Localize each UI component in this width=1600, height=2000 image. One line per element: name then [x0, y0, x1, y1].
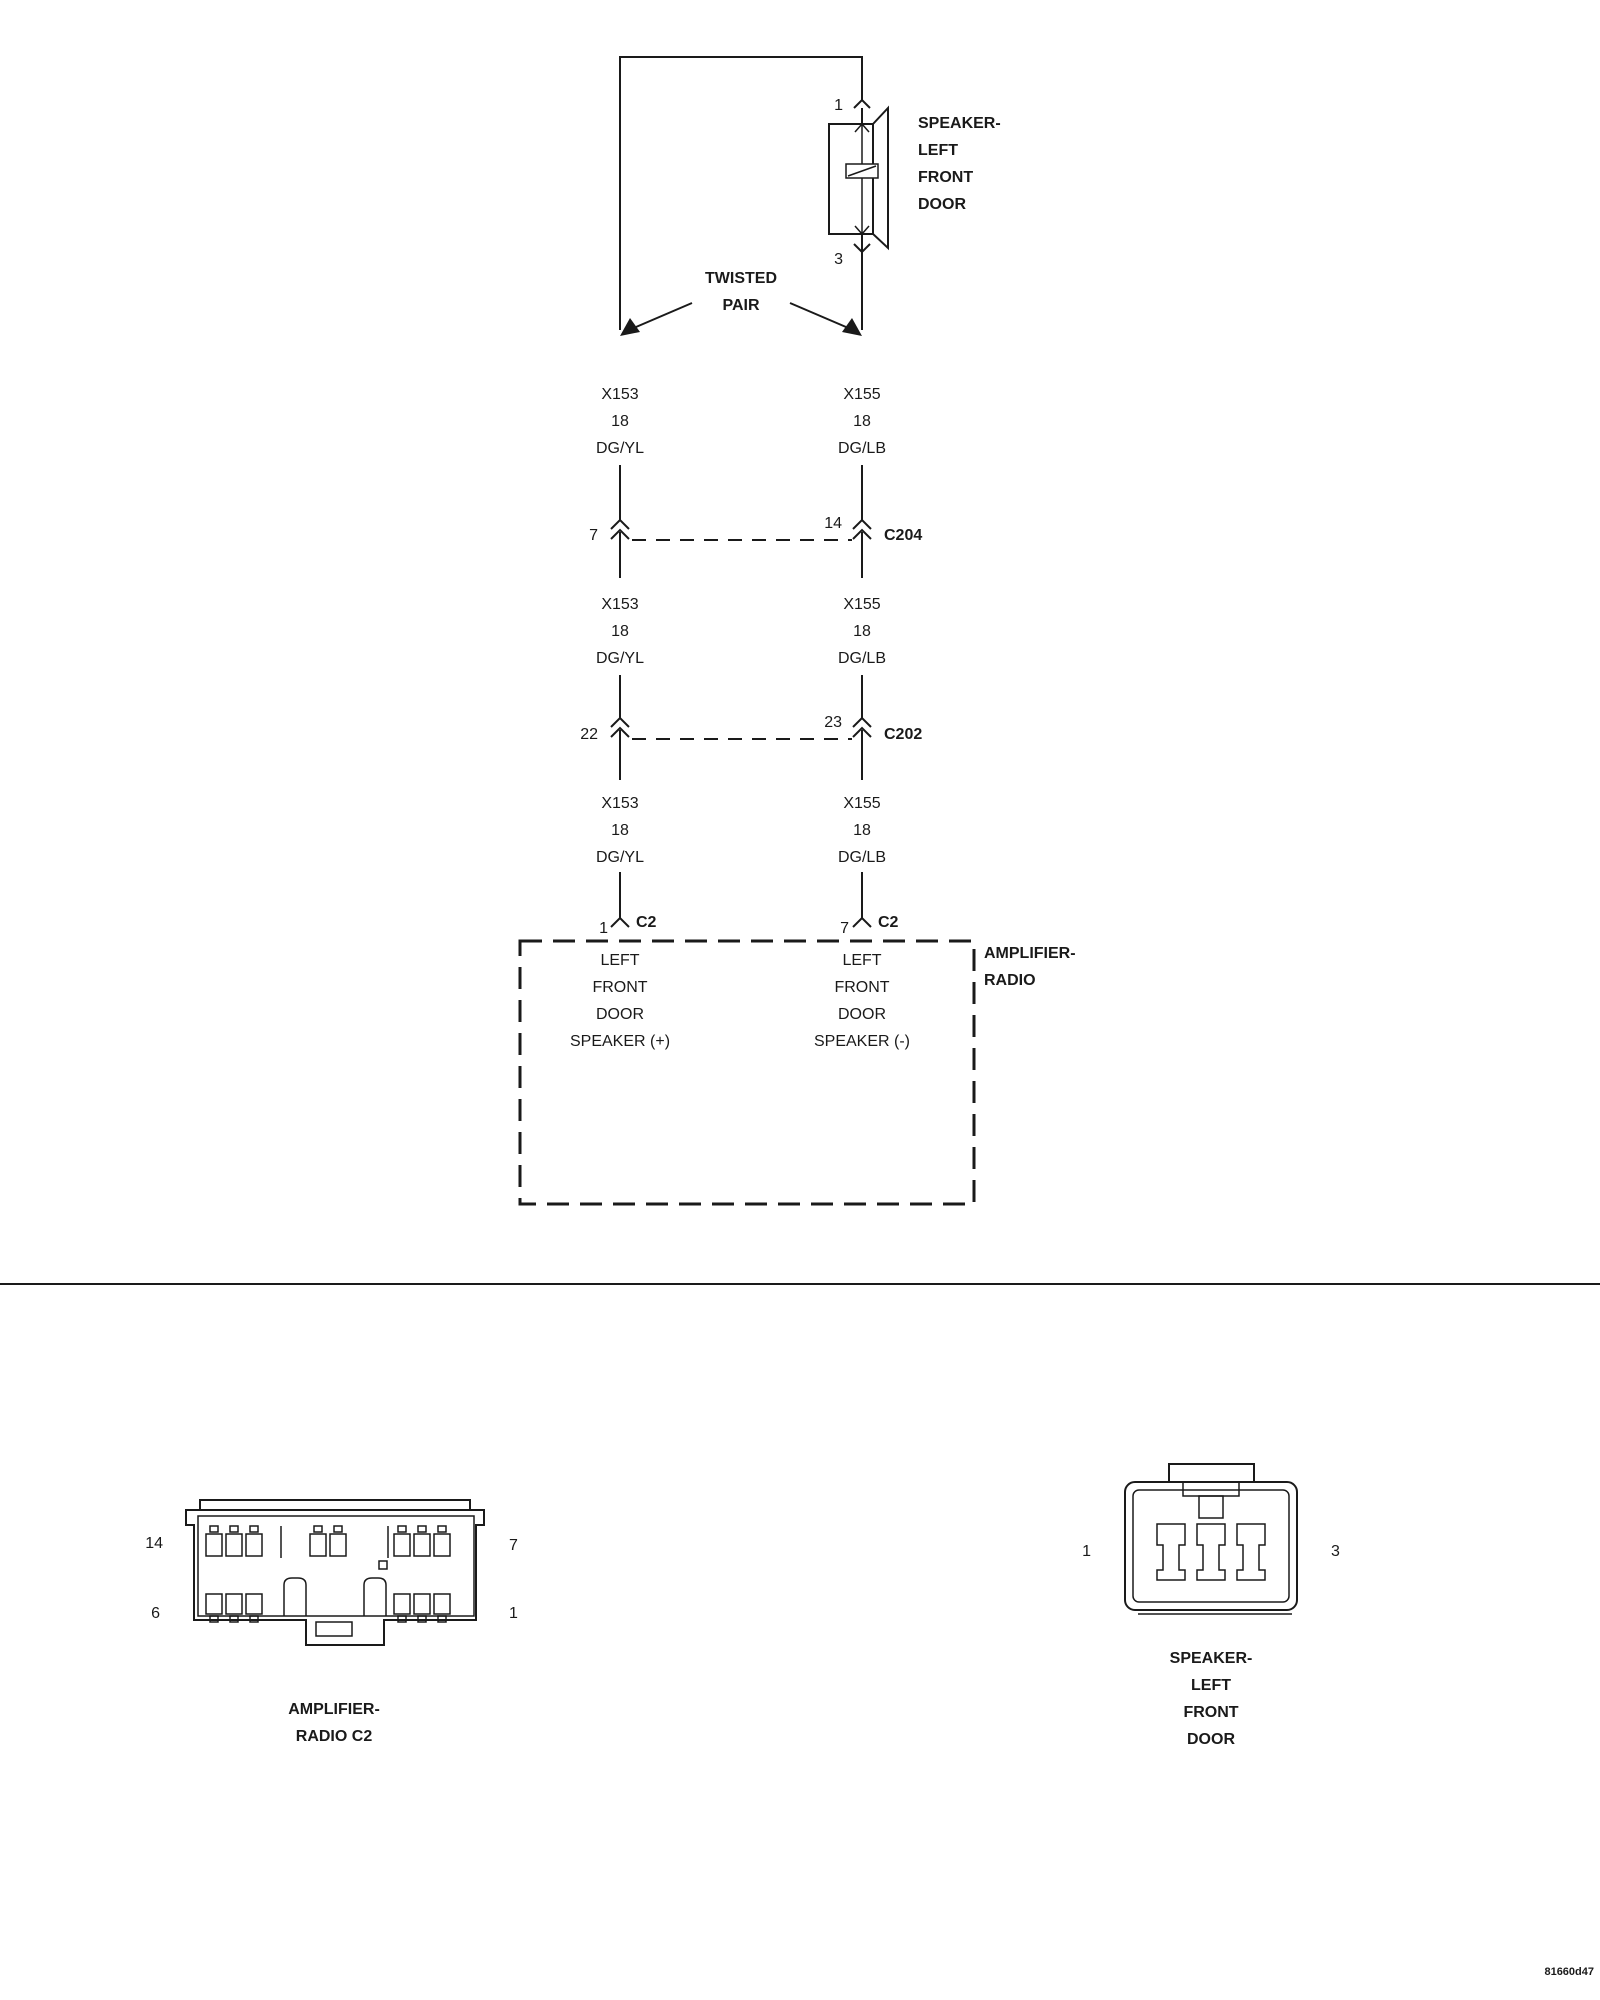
- speaker-conn-pin1-label: 1: [1082, 1543, 1091, 1560]
- c2-left-name: C2: [636, 914, 657, 931]
- speaker-cone: [872, 105, 889, 251]
- twisted-pair-callout: TWISTED PAIR: [620, 270, 862, 336]
- wire-left-color: DG/YL: [596, 440, 644, 457]
- wire-labels-lower: X153 18 DG/YL X155 18 DG/LB: [596, 795, 886, 866]
- twisted-pair-arrow-right: [842, 318, 862, 336]
- speaker-conn-housing: [1124, 1481, 1298, 1611]
- wire-right-gauge: 18: [853, 623, 871, 640]
- amplifier-name-line2: RADIO: [984, 972, 1036, 989]
- connector-c2-pins: 1 C2 7 C2: [599, 914, 898, 937]
- c204-right-pin: 14: [824, 515, 842, 532]
- c202-name: C202: [884, 726, 922, 743]
- amp-c2-caption-line1: AMPLIFIER-: [288, 1701, 380, 1718]
- speaker-body: [828, 123, 874, 235]
- amp-c2-latch: [315, 1621, 353, 1637]
- speaker-name-line2: LEFT: [918, 142, 958, 159]
- amp-c2-caption-line2: RADIO C2: [296, 1728, 373, 1745]
- wire-left-color: DG/YL: [596, 849, 644, 866]
- speaker-name-line4: DOOR: [918, 196, 966, 213]
- amplifier-radio-module: AMPLIFIER- RADIO LEFT FRONT DOOR SPEAKER…: [518, 939, 1076, 1206]
- speaker-pin1-terminal: [853, 98, 871, 109]
- amp-left-func-line4: SPEAKER (+): [570, 1033, 670, 1050]
- amplifier-radio-c2-view: 14 7 6 1 AMPLIFIER- RADIO C2: [145, 1499, 518, 1745]
- c202-left-pin: 22: [580, 726, 598, 743]
- amplifier-radio-box: [518, 939, 976, 1206]
- twisted-pair-arrow-left: [620, 318, 640, 336]
- speaker-conn-latch: [1182, 1481, 1240, 1497]
- wire-right-gauge: 18: [853, 413, 871, 430]
- wire-left-gauge: 18: [611, 623, 629, 640]
- amp-right-func-line2: FRONT: [834, 979, 889, 996]
- amp-c2-cavities-top: [205, 1525, 451, 1557]
- amp-c2-cavities-bottom: [205, 1593, 451, 1623]
- wire-right-gauge: 18: [853, 822, 871, 839]
- amp-c2-housing: [185, 1509, 485, 1646]
- speaker-conn-caption-line1: SPEAKER-: [1170, 1650, 1253, 1667]
- amp-c2-pin6-label: 6: [151, 1605, 160, 1622]
- wire-right-circuit: X155: [843, 386, 880, 403]
- speaker-pin1-label: 1: [834, 97, 843, 114]
- wire-labels-middle: X153 18 DG/YL X155 18 DG/LB: [596, 596, 886, 667]
- speaker-conn-caption-line3: FRONT: [1183, 1704, 1238, 1721]
- speaker-conn-caption-line2: LEFT: [1191, 1677, 1231, 1694]
- speaker-left-front-door-symbol: 1 3 SPEAKER- LEFT FRONT DOOR: [828, 97, 1001, 268]
- amp-right-func-line3: DOOR: [838, 1006, 886, 1023]
- speaker-conn-cavities: [1156, 1523, 1266, 1581]
- amp-c2-pin7-label: 7: [509, 1537, 518, 1554]
- figure-id: 81660d47: [1544, 1966, 1594, 1978]
- speaker-connector-view: 1 3 SPEAKER- LEFT FRONT DOOR: [1082, 1463, 1340, 1748]
- wire-right-circuit: X155: [843, 795, 880, 812]
- wire-left-gauge: 18: [611, 413, 629, 430]
- amp-right-func-line4: SPEAKER (-): [814, 1033, 910, 1050]
- c2-right-name: C2: [878, 914, 899, 931]
- amp-c2-pin1-label: 1: [509, 1605, 518, 1622]
- wire-right-color: DG/LB: [838, 440, 886, 457]
- wire-right-circuit: X155: [843, 596, 880, 613]
- c202-right-pin: 23: [824, 714, 842, 731]
- amp-left-func-line3: DOOR: [596, 1006, 644, 1023]
- amp-left-func-line1: LEFT: [600, 952, 639, 969]
- speaker-conn-caption-line4: DOOR: [1187, 1731, 1235, 1748]
- twisted-pair-line2: PAIR: [722, 297, 759, 314]
- connector-c202: 22 23 C202: [580, 714, 922, 743]
- wire-right-color: DG/LB: [838, 650, 886, 667]
- speaker-conn-pin3-label: 3: [1331, 1543, 1340, 1560]
- speaker-pin3-terminal: [853, 243, 871, 254]
- c2-left-pin: 1: [599, 920, 608, 937]
- twisted-pair-line1: TWISTED: [705, 270, 777, 287]
- wire-left-circuit: X153: [601, 596, 638, 613]
- speaker-name-line3: FRONT: [918, 169, 973, 186]
- wire-left-circuit: X153: [601, 795, 638, 812]
- amp-right-func-line1: LEFT: [842, 952, 881, 969]
- amp-c2-pin14-label: 14: [145, 1535, 163, 1552]
- wire-labels-upper: X153 18 DG/YL X155 18 DG/LB: [596, 386, 886, 457]
- c204-name: C204: [884, 527, 922, 544]
- speaker-name-line1: SPEAKER-: [918, 115, 1001, 132]
- wire-x153-upper: [619, 56, 863, 330]
- wire-left-circuit: X153: [601, 386, 638, 403]
- wire-right-color: DG/LB: [838, 849, 886, 866]
- c204-left-pin: 7: [589, 527, 598, 544]
- wire-runs: [619, 56, 863, 918]
- c2-right-pin: 7: [840, 920, 849, 937]
- wire-left-gauge: 18: [611, 822, 629, 839]
- wire-left-color: DG/YL: [596, 650, 644, 667]
- speaker-pin3-label: 3: [834, 251, 843, 268]
- amplifier-name-line1: AMPLIFIER-: [984, 945, 1076, 962]
- amp-left-func-line2: FRONT: [592, 979, 647, 996]
- connector-c204: 7 14 C204: [589, 515, 922, 544]
